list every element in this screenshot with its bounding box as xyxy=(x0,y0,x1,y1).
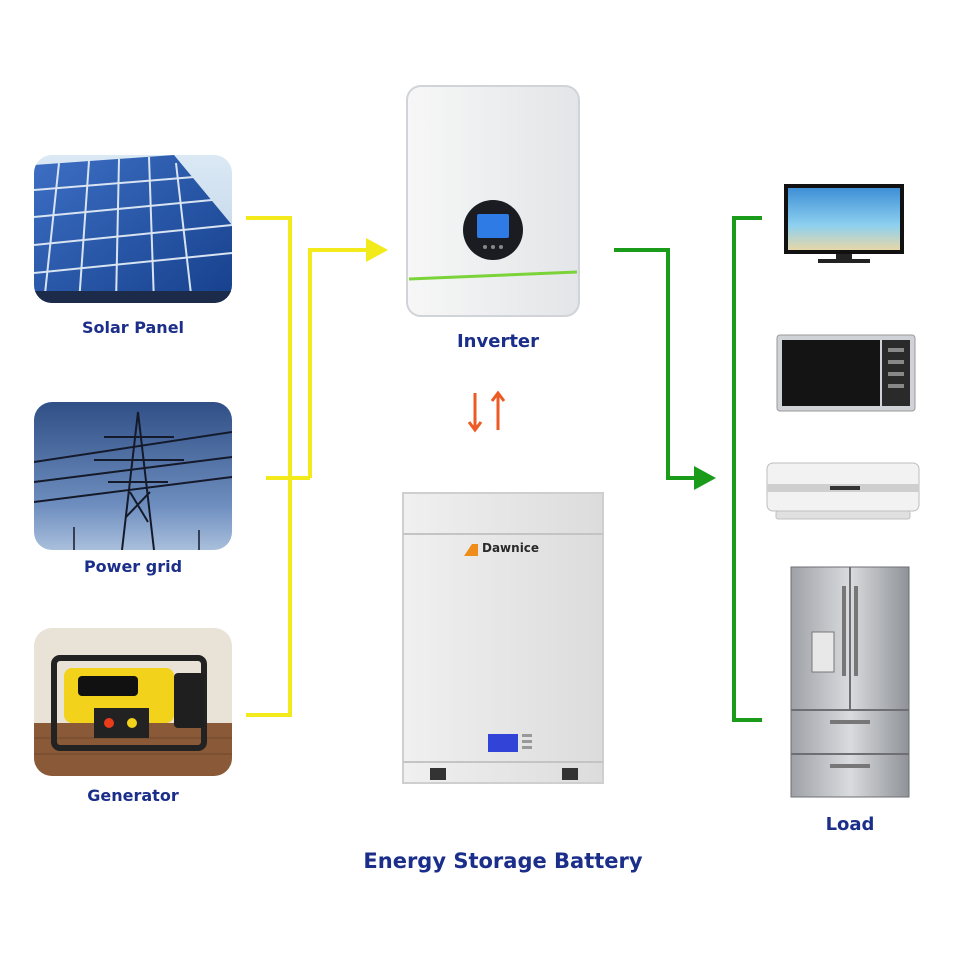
load-bus-line xyxy=(732,216,762,722)
load-arrowhead xyxy=(694,466,716,490)
inverter-arrowhead xyxy=(366,238,388,262)
generator-icon xyxy=(34,628,232,776)
bus-to-inverter-line xyxy=(308,248,368,478)
solar-panel-image xyxy=(34,155,232,303)
solar-line xyxy=(246,216,292,717)
refrigerator-icon xyxy=(790,566,910,798)
exchange-arrows xyxy=(467,390,506,433)
refrigerator-image xyxy=(790,566,910,798)
battery-image xyxy=(402,492,604,784)
tv-icon xyxy=(784,184,904,263)
microwave-image xyxy=(776,334,916,414)
power-grid-label: Power grid xyxy=(83,557,183,576)
battery-label: Energy Storage Battery xyxy=(363,849,643,873)
generator-label: Generator xyxy=(87,786,179,805)
generator-image xyxy=(34,628,232,776)
inverter-icon xyxy=(406,85,580,317)
load-label: Load xyxy=(825,814,875,835)
power-grid-image xyxy=(34,402,232,550)
dawnice-logo-icon xyxy=(464,544,478,556)
solar-panel-icon xyxy=(34,155,232,303)
power-tower-icon xyxy=(34,402,232,550)
solar-panel-label: Solar Panel xyxy=(81,318,185,337)
microwave-icon xyxy=(776,334,916,412)
air-conditioner-image xyxy=(766,462,920,520)
battery-icon xyxy=(402,492,604,784)
battery-brand: Dawnice xyxy=(482,541,540,555)
air-conditioner-icon xyxy=(766,462,920,520)
inverter-image xyxy=(405,84,581,318)
inverter-label: Inverter xyxy=(456,331,540,352)
tv-image xyxy=(782,182,906,264)
output-lines xyxy=(614,216,762,722)
inverter-out-line xyxy=(614,248,696,480)
input-lines xyxy=(246,216,368,717)
